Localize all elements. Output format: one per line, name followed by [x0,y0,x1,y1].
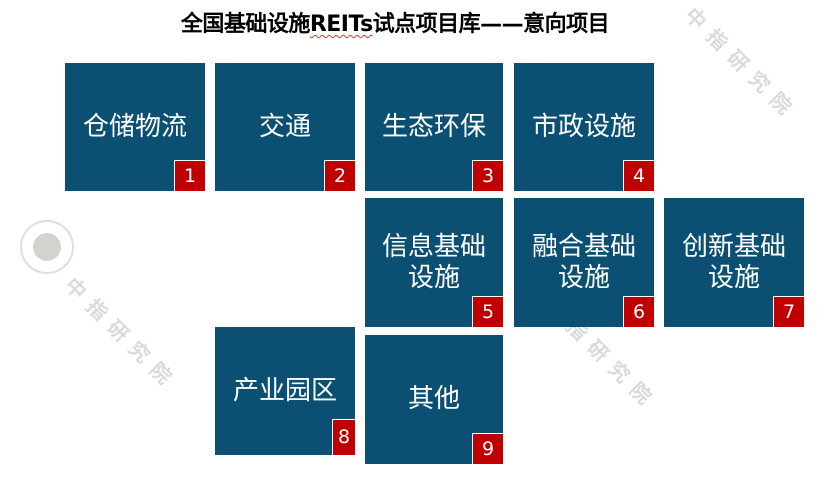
title-prefix: 全国基础设施 [180,12,311,37]
watermark-seal-logo [20,220,74,274]
tile-label: 市政设施 [531,111,636,142]
tile-label: 仓储物流 [82,111,187,142]
tile-number-badge: 4 [623,160,654,191]
watermark-text: 中指研究院 [60,272,184,396]
tile-warehouse-logistics: 仓储物流 1 [65,63,205,191]
tile-number-badge: 7 [773,296,804,327]
tile-industrial-park: 产业园区 8 [215,327,355,455]
tile-label: 产业园区 [232,375,337,406]
tile-number-badge: 1 [174,160,205,191]
tile-label: 融合基础 设施 [531,231,636,293]
tile-label: 生态环保 [381,111,486,142]
tile-municipal: 市政设施 4 [514,63,654,191]
tile-number-badge: 2 [324,160,355,191]
tile-label: 创新基础 设施 [681,231,786,293]
tile-number-badge: 3 [472,160,503,191]
tile-number-badge: 5 [472,296,503,327]
tile-other: 其他 9 [365,335,503,464]
tile-eco-environment: 生态环保 3 [365,63,503,191]
tile-number-badge: 9 [472,433,503,464]
page-title: 全国基础设施REITs试点项目库——意向项目 [0,6,790,38]
tile-label: 信息基础 设施 [381,231,486,293]
tile-number-badge: 8 [332,419,355,455]
tile-label: 交通 [258,111,311,142]
title-reits: REITs [309,12,373,37]
tile-transport: 交通 2 [215,63,355,191]
tile-number-badge: 6 [623,296,654,327]
tile-label: 其他 [407,384,460,414]
title-suffix: 试点项目库——意向项目 [372,12,610,37]
